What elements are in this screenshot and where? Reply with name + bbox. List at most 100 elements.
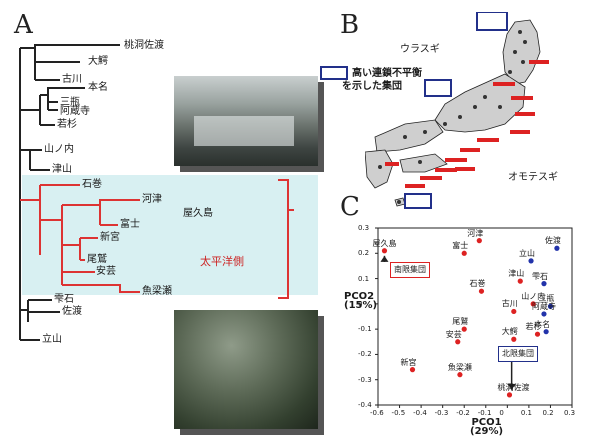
x-axis-label-line2: (29%) [470, 426, 504, 437]
y-axis-label: PCO2 (15%) [344, 291, 378, 311]
data-point [461, 250, 467, 256]
y-tick-label: -0.4 [358, 401, 372, 409]
data-point [517, 278, 523, 284]
map-blue-boxes [404, 11, 508, 209]
forest-photo-top [174, 76, 324, 172]
data-point-label: 山ノ内 [521, 291, 546, 301]
legend-text-line2: を示した集団 [342, 81, 402, 92]
data-point-label: 津山 [508, 269, 525, 279]
tree-taxon-label: 山ノ内 [44, 144, 74, 155]
tree-taxon-label: 三瓶 [60, 97, 80, 108]
map-red-markers [385, 60, 549, 188]
tree-taxon-label: 魚梁瀬 [142, 286, 172, 297]
data-point-label: 尾鷲 [452, 317, 469, 327]
data-point-label: 立山 [519, 248, 536, 258]
y-axis-label-line2: (15%) [344, 300, 378, 311]
data-point [478, 288, 485, 294]
x-axis-label: PCO1 (29%) [470, 417, 504, 437]
x-tick-label: -0.1 [477, 409, 492, 417]
y-tick-label: -0.2 [358, 350, 372, 359]
data-point-label: 雫石 [531, 271, 548, 281]
pacific-side-label: 太平洋側 [200, 255, 244, 268]
tree-taxon-label: 石巻 [82, 179, 102, 190]
data-point [455, 339, 461, 345]
data-point [506, 392, 513, 398]
y-tick-label: 0.3 [358, 224, 370, 232]
tree-taxon-label: 本名 [88, 82, 108, 93]
plot-frame [377, 227, 573, 406]
data-point-label: 河津 [467, 228, 484, 238]
tree-taxon-label: 屋久島 [183, 208, 213, 219]
data-point [476, 238, 482, 244]
legend-blue-box [320, 66, 348, 80]
south-cluster-label: 南限集団 [390, 262, 430, 278]
pacific-side-shading [22, 175, 318, 295]
data-point-label: 三瓶 [538, 294, 555, 304]
data-point-label: 古川 [501, 299, 518, 309]
data-point [547, 303, 554, 309]
x-tick-label: 0 [499, 409, 504, 417]
forest-photo-bottom [174, 310, 324, 435]
data-point [457, 372, 463, 378]
tree-taxon-label: 若杉 [57, 119, 77, 130]
tree-taxon-label: 桃洞佐渡 [124, 40, 164, 51]
data-point [511, 336, 517, 342]
map-landmass [364, 19, 541, 207]
dendrogram [19, 44, 294, 341]
x-tick-label: -0.4 [413, 409, 427, 417]
tree-taxon-label: 新宮 [100, 232, 120, 243]
x-tick-label: 0.1 [520, 409, 533, 417]
y-tick-label: 0.1 [358, 274, 370, 283]
data-point [409, 367, 416, 373]
legend-text-line1: 高い連鎖不平衡 [352, 68, 422, 79]
tree-taxon-label: 阿蔵寺 [60, 106, 90, 117]
data-point [543, 329, 549, 335]
data-point [530, 301, 536, 307]
tree-taxon-label: 安芸 [96, 266, 116, 277]
data-point [554, 245, 560, 251]
x-tick-label: -0.5 [391, 409, 406, 417]
japan-map [364, 11, 555, 212]
data-point [541, 311, 547, 317]
x-tick-label: -0.2 [456, 409, 470, 417]
panel-label-b: B [340, 10, 360, 40]
y-tick-label: 0.2 [358, 249, 370, 258]
data-point [528, 258, 534, 264]
data-point-label: 若杉 [525, 322, 542, 332]
x-tick-label: 0.3 [564, 409, 576, 417]
data-point-label: 大鰐 [501, 327, 518, 337]
data-point-label: 魚梁瀬 [447, 362, 472, 372]
annotation-arrowhead [507, 383, 516, 390]
pacific-branches [20, 179, 294, 299]
panel-label-c: C [340, 192, 360, 222]
tree-taxon-label: 河津 [142, 194, 162, 205]
data-point [511, 308, 517, 315]
x-axis-label-line1: PCO1 [471, 417, 502, 428]
x-tick-label: -0.6 [370, 409, 384, 417]
tree-taxon-label: 古川 [62, 74, 82, 85]
tree-taxon-label: 佐渡 [62, 306, 82, 317]
tree-taxon-label: 尾鷲 [87, 254, 107, 265]
x-tick-label: -0.3 [434, 409, 449, 417]
tree-taxon-label: 雫石 [54, 294, 74, 305]
tree-taxon-label: 津山 [52, 164, 72, 175]
y-tick-label: 0 [358, 299, 363, 308]
y-axis-label-line1: PCO2 [344, 291, 375, 302]
data-point-label: 屋久島 [372, 238, 397, 248]
data-point-label: 本名 [534, 319, 551, 329]
ura-sugi-label: ウラスギ [400, 44, 440, 55]
tree-taxon-label: 富士 [120, 219, 140, 230]
data-point-label: 佐渡 [544, 236, 561, 246]
tree-taxon-label: 大鰐 [88, 56, 108, 67]
data-point [541, 281, 547, 287]
x-tick-label: 0.2 [542, 409, 554, 417]
annotation-arrowhead [380, 255, 389, 262]
panel-label-a: A [14, 10, 33, 40]
data-point [381, 248, 388, 254]
data-point-label: 石巻 [469, 279, 486, 289]
data-point-label: 富士 [452, 241, 469, 251]
data-point-label: 新宮 [400, 357, 417, 367]
north-cluster-label: 北限集団 [498, 346, 538, 362]
northern-branches [19, 44, 120, 341]
